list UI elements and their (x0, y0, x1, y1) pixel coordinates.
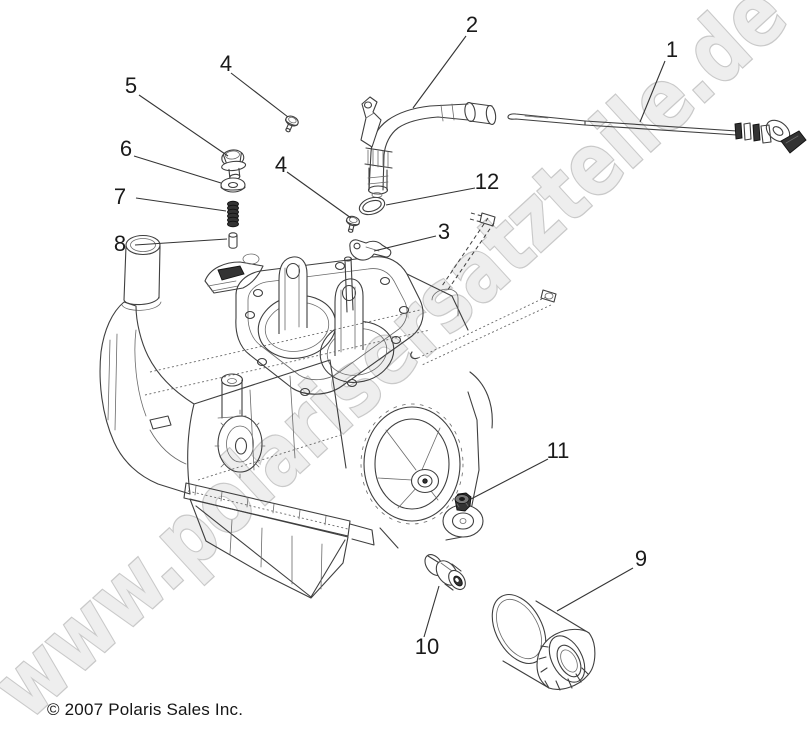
oil-fill-tube-drawing (360, 96, 497, 198)
nut-drawing (454, 492, 472, 512)
front-cover-boss (214, 409, 266, 479)
leader-line-3 (373, 235, 437, 252)
callout-7: 7 (113, 184, 127, 209)
leader-line-5 (138, 94, 229, 157)
copyright-text: © 2007 Polaris Sales Inc. (47, 700, 244, 719)
callout-1: 1 (665, 37, 679, 62)
leader-line-1 (639, 60, 666, 123)
washer-drawing (220, 177, 246, 193)
leader-line-6 (133, 155, 222, 184)
leader-line-4 (230, 72, 289, 118)
leader-line-2 (412, 35, 467, 109)
callout-3: 3 (437, 219, 451, 244)
fitting-drawing (424, 554, 466, 591)
leader-lines (133, 35, 666, 638)
oil-filter-drawing (491, 594, 596, 691)
plug-pin-drawing (228, 232, 238, 249)
leader-line-7 (135, 197, 227, 212)
dipstick-drawing (507, 113, 807, 154)
fan-rotor (360, 403, 464, 525)
rod-tower-1 (278, 256, 308, 334)
leader-line-9 (556, 567, 634, 612)
callout-8: 8 (113, 231, 127, 256)
callout-4: 4 (274, 152, 288, 177)
engine-crankcase-drawing (99, 212, 557, 599)
callout-10: 10 (414, 634, 440, 659)
callout-11: 11 (546, 438, 570, 463)
bracket-clamp-drawing (349, 239, 392, 261)
leader-line-10 (423, 585, 440, 638)
callout-2: 2 (465, 12, 479, 37)
spring-drawing (227, 200, 239, 228)
callout-9: 9 (634, 546, 648, 571)
o-ring-drawing (358, 196, 386, 216)
leader-line-11 (470, 458, 549, 500)
rod-tower-2 (334, 278, 364, 356)
callout-5: 5 (124, 73, 138, 98)
flange-bolt-drawing (221, 149, 247, 180)
oil-pan (183, 482, 375, 599)
leader-line-12 (385, 187, 476, 206)
flange-screw-b-drawing (345, 215, 360, 233)
callout-12: 12 (474, 169, 500, 194)
callout-4: 4 (219, 51, 233, 76)
dipstick-tube-route (410, 212, 557, 366)
flange-screw-a-drawing (285, 115, 299, 133)
leader-line-4 (286, 171, 352, 219)
leader-line-8 (134, 238, 228, 246)
callout-6: 6 (119, 136, 133, 161)
